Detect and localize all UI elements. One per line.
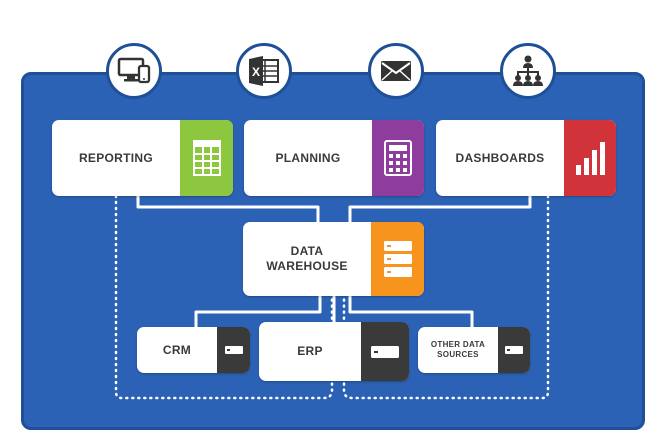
server-icon xyxy=(224,346,243,354)
crm-badge xyxy=(217,327,250,373)
planning-label: PLANNING xyxy=(275,150,341,165)
crm-card[interactable]: CRM xyxy=(137,327,250,373)
excel-glyph: X xyxy=(252,65,260,79)
connector-top-right xyxy=(348,196,532,222)
data-warehouse-card[interactable]: DATA WAREHOUSE xyxy=(243,222,424,296)
other-data-sources-card[interactable]: OTHER DATA SOURCES xyxy=(418,327,530,373)
planning-badge xyxy=(372,120,424,196)
reporting-badge xyxy=(180,120,233,196)
org-network-icon xyxy=(500,43,556,99)
erp-card[interactable]: ERP xyxy=(259,322,409,381)
dashboards-badge xyxy=(564,120,616,196)
spreadsheet-icon xyxy=(192,140,221,176)
data-warehouse-label: DATA WAREHOUSE xyxy=(266,244,348,273)
connector-bottom-left xyxy=(194,296,322,327)
dashboards-label: DASHBOARDS xyxy=(455,150,545,165)
other-data-sources-badge xyxy=(498,327,530,373)
envelope-icon xyxy=(368,43,424,99)
dotted-loop-right xyxy=(342,194,550,400)
data-warehouse-badge xyxy=(371,222,424,296)
other-data-sources-label: OTHER DATA SOURCES xyxy=(430,340,486,359)
calculator-icon xyxy=(384,140,412,176)
crm-label: CRM xyxy=(162,342,192,357)
connector-bottom-right xyxy=(348,296,474,327)
desktop-mobile-icon xyxy=(106,43,162,99)
planning-card[interactable]: PLANNING xyxy=(244,120,424,196)
server-icon xyxy=(505,346,523,354)
connector-top-left xyxy=(136,196,320,222)
reporting-card[interactable]: REPORTING xyxy=(52,120,233,196)
server-icon xyxy=(371,345,399,358)
erp-badge xyxy=(361,322,409,381)
excel-icon: X xyxy=(236,43,292,99)
reporting-label: REPORTING xyxy=(78,150,154,165)
dashboards-card[interactable]: DASHBOARDS xyxy=(436,120,616,196)
dotted-loop-left xyxy=(114,194,334,400)
server-stack-icon xyxy=(383,241,412,277)
bar-chart-icon xyxy=(576,142,605,175)
erp-label: ERP xyxy=(297,344,323,358)
